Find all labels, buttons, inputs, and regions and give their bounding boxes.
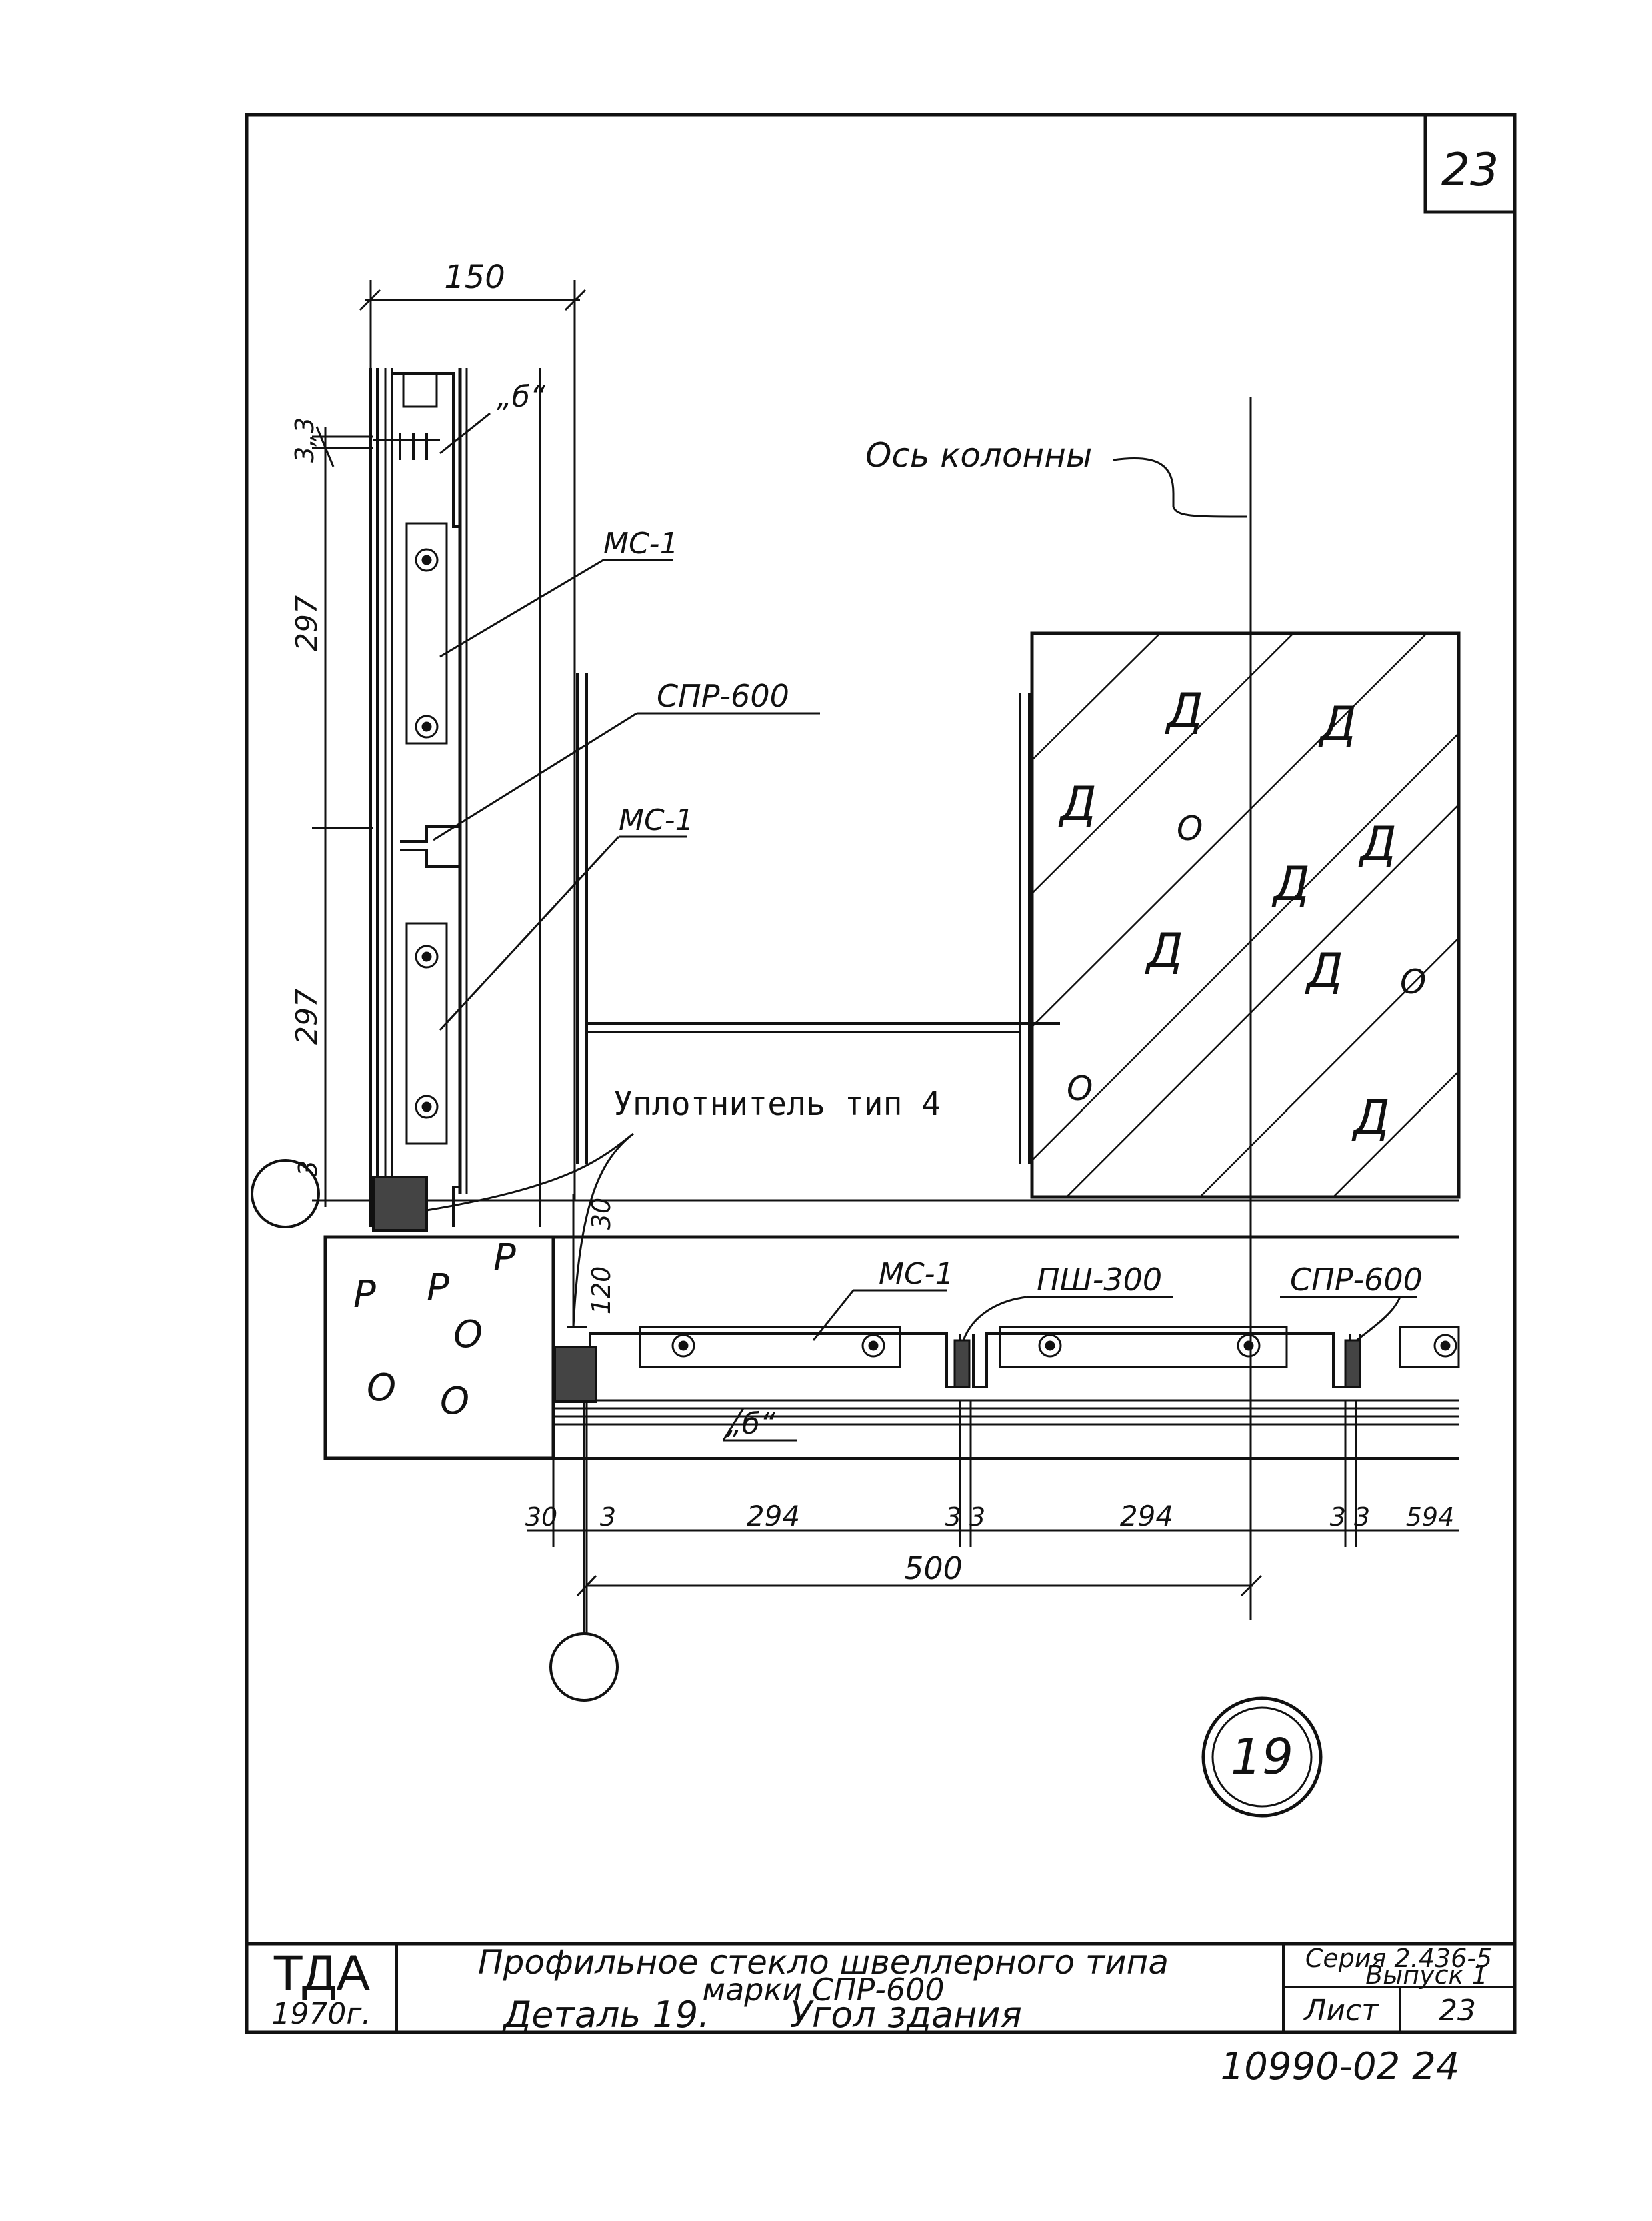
svg-text:О: О bbox=[1067, 1069, 1093, 1108]
label-spr600-left: СПР-600 bbox=[657, 678, 789, 714]
label-spr600-right: СПР-600 bbox=[1290, 1262, 1423, 1298]
dim-3-3: 3„3 bbox=[290, 417, 319, 463]
concrete-column: Д Д Д Д Д Д Д Д О О О bbox=[1030, 631, 1461, 1199]
bottom-code: 10990-02 24 bbox=[1221, 2045, 1460, 2088]
title-sheet-label: Лист bbox=[1303, 1994, 1379, 2028]
svg-text:Д: Д bbox=[1271, 857, 1310, 911]
svg-text:O: O bbox=[367, 1366, 396, 1410]
title-detail: Деталь 19. bbox=[502, 1994, 709, 2036]
sheet-frame bbox=[245, 113, 1517, 2034]
svg-text:P: P bbox=[353, 1273, 376, 1316]
vertical-glass-wall bbox=[369, 368, 541, 1232]
label-seal: Уплотнитель тип 4 bbox=[613, 1085, 941, 1123]
dim-150: 150 bbox=[444, 259, 505, 296]
dim-297-lower: 297 bbox=[290, 989, 324, 1045]
dim-30-horizontal: 30 bbox=[525, 1502, 557, 1532]
steel-beam bbox=[576, 673, 1060, 1164]
dim-294-a: 294 bbox=[747, 1500, 800, 1532]
title-detail-name: Угол здания bbox=[790, 1994, 1022, 2036]
axis-marker-left bbox=[251, 1159, 320, 1228]
label-ms1-upper: МС-1 bbox=[603, 527, 679, 561]
label-detail-b-top: „б“ bbox=[497, 380, 545, 414]
svg-text:Д: Д bbox=[1358, 817, 1397, 871]
title-year: 1970г. bbox=[271, 1997, 371, 2031]
title-org: ТДА bbox=[273, 1945, 370, 2002]
svg-text:Д: Д bbox=[1165, 683, 1203, 738]
dim-120: 120 bbox=[587, 1266, 616, 1315]
svg-text:Д: Д bbox=[1145, 923, 1183, 978]
label-ms1-middle: МС-1 bbox=[619, 803, 694, 837]
dim-30-vertical: 30 bbox=[587, 1198, 616, 1230]
label-detail-b-bottom: „б“ bbox=[727, 1407, 775, 1441]
dim-3-3-b: 3 3 bbox=[1330, 1502, 1370, 1532]
title-issue: Выпуск 1 bbox=[1365, 1960, 1488, 1990]
dim-3-a: 3 bbox=[600, 1502, 616, 1532]
seal-bottom-left bbox=[372, 1176, 428, 1232]
horizontal-glass-wall bbox=[553, 1235, 1460, 1460]
dim-3-3-a: 3 3 bbox=[945, 1502, 985, 1532]
label-ms1-bottom: МС-1 bbox=[879, 1257, 954, 1291]
left-dimension-chain bbox=[312, 426, 373, 1207]
title-line-1: Профильное стекло швеллерного типа bbox=[478, 1943, 1169, 1982]
svg-text:Д: Д bbox=[1351, 1090, 1390, 1145]
dim-594: 594 bbox=[1406, 1502, 1455, 1532]
seal-corner bbox=[553, 1346, 597, 1403]
svg-text:Д: Д bbox=[1305, 943, 1343, 998]
svg-text:P: P bbox=[493, 1236, 516, 1280]
svg-text:O: O bbox=[440, 1380, 469, 1423]
label-column-axis: Ось колонны bbox=[865, 436, 1092, 475]
dim-294-b: 294 bbox=[1120, 1500, 1173, 1532]
svg-text:Д: Д bbox=[1318, 697, 1357, 751]
title-block bbox=[247, 1942, 1515, 2032]
svg-text:О: О bbox=[1177, 809, 1203, 848]
svg-text:О: О bbox=[1400, 963, 1426, 1001]
dim-500: 500 bbox=[904, 1550, 963, 1586]
top-width-dimension bbox=[359, 280, 587, 1200]
detail-number: 19 bbox=[1231, 1728, 1293, 1786]
title-sheet-number: 23 bbox=[1439, 1994, 1476, 2028]
title-line-2: марки СПР-600 bbox=[702, 1972, 944, 2008]
bottom-dimension-chain bbox=[527, 1400, 1459, 1634]
svg-text:O: O bbox=[453, 1313, 483, 1356]
title-series: Серия 2.436-5 bbox=[1305, 1944, 1492, 1973]
svg-text:P: P bbox=[427, 1266, 449, 1310]
detail-number-circle: 19 bbox=[1201, 1696, 1323, 1818]
svg-text:Д: Д bbox=[1058, 777, 1097, 831]
axis-marker-bottom bbox=[549, 1632, 619, 1702]
label-psh300: ПШ-300 bbox=[1037, 1262, 1162, 1298]
corner-number: 23 bbox=[1441, 144, 1499, 197]
dim-297-upper: 297 bbox=[290, 595, 324, 651]
corner-number-box: 23 bbox=[1423, 115, 1515, 214]
